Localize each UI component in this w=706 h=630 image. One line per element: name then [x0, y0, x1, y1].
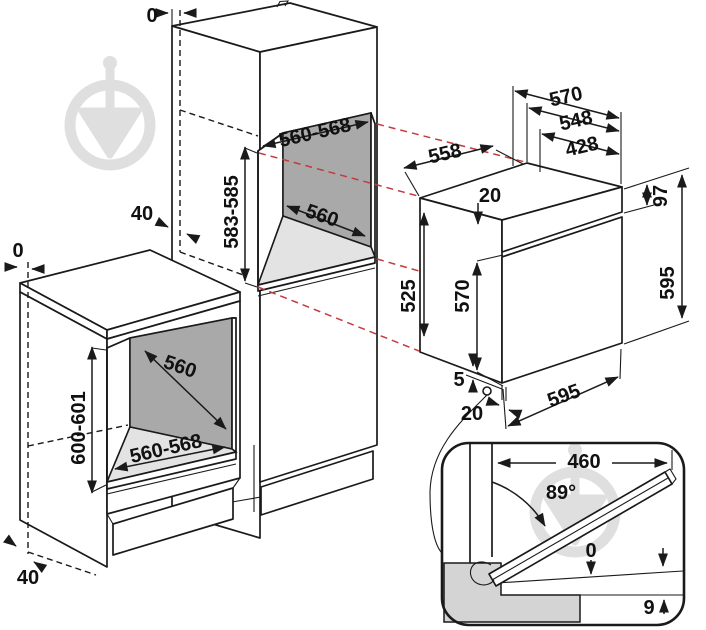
- dim-oven-panel-height: 97: [650, 185, 672, 207]
- door-detail-callout: [429, 394, 686, 627]
- leader-point: [482, 386, 492, 396]
- dim-zero-base: 0: [12, 240, 23, 262]
- dim-oven-total-height: 595: [657, 266, 679, 299]
- dim-door-flush: 0: [585, 540, 596, 562]
- dim-oven-door-height: 570: [452, 279, 474, 312]
- dim-door-open-angle: 89°: [546, 482, 576, 504]
- dim-door-floor-gap: 9: [643, 597, 654, 619]
- dim-base-niche-height: 600-601: [68, 391, 90, 464]
- dim-40-base: 40: [17, 567, 39, 589]
- dim-oven-bottom-inset: 20: [461, 403, 483, 425]
- dim-oven-side-height: 525: [398, 279, 420, 312]
- dim-zero-top: 0: [146, 5, 157, 27]
- dim-oven-top-width: 558: [426, 140, 463, 169]
- base-cabinet: [19, 249, 241, 576]
- dim-oven-width: 595: [545, 380, 584, 412]
- dim-door-open-width: 460: [567, 451, 600, 473]
- oven: [419, 162, 623, 390]
- dim-40-left: 40: [131, 203, 153, 225]
- dimension-lines: [3, 8, 690, 574]
- watermark-trowel-logo-icon: [64, 56, 156, 171]
- dim-oven-bottom-gap: 5: [453, 369, 464, 391]
- dim-oven-top-inset: 20: [479, 185, 501, 207]
- dim-tall-niche-height: 583-585: [221, 175, 243, 248]
- dim-oven-depth-case: 548: [557, 107, 594, 136]
- projection-lines: [257, 123, 526, 352]
- dim-oven-depth-inner: 428: [563, 133, 600, 162]
